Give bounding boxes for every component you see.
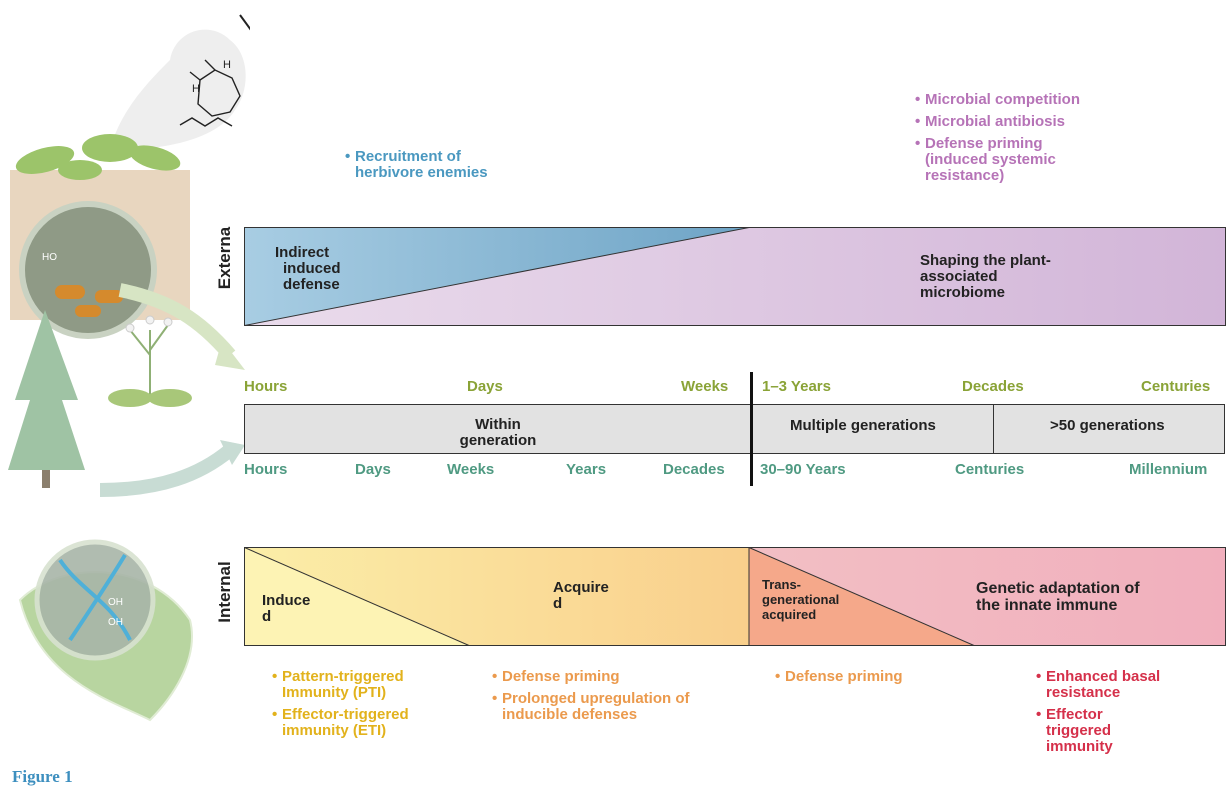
- plant-rosette-icon: [15, 134, 181, 180]
- induced-label: Induce d: [262, 593, 311, 625]
- microbiome-label: Shaping the plant- associated microbiome: [920, 252, 1051, 301]
- tick-label: Weeks: [447, 461, 495, 478]
- timeline-subdivider: [993, 404, 994, 454]
- svg-text:OH: OH: [108, 597, 123, 608]
- bullet-item: •Enhanced basal resistance: [1036, 668, 1161, 701]
- plant-illustrations: H H HO OH OH: [8, 14, 250, 722]
- bullet-item: •Microbial competition: [915, 91, 1081, 108]
- wasp-icon: [239, 14, 250, 31]
- tick-label: Centuries: [1141, 378, 1211, 395]
- svg-text:OH: OH: [108, 617, 123, 628]
- genetic-adaptation-label: Genetic adaptation of the innate immune: [976, 580, 1140, 614]
- tick-label: Days: [467, 378, 503, 395]
- svg-text:H: H: [192, 83, 200, 95]
- tick-label: 30–90 Years: [760, 461, 846, 478]
- indirect-defense-label: Indirect induced defense: [275, 244, 341, 293]
- segment-50-generations: >50 generations: [1050, 417, 1165, 434]
- internal-bullets-col1: •Pattern-triggered Immunity (PTI) •Effec…: [272, 669, 432, 745]
- svg-text:HO: HO: [42, 252, 57, 263]
- bullet-item: •Defense priming (induced systemic resis…: [915, 135, 1056, 184]
- acquired-label: Acquire d: [553, 580, 609, 612]
- internal-bullets-col3: •Defense priming: [775, 669, 975, 691]
- bullet-item: •Effector triggered immunity: [1036, 706, 1113, 755]
- figure-label: Figure 1: [12, 767, 73, 786]
- external-right-bullets: •Microbial competition •Microbial antibi…: [915, 92, 1105, 190]
- tick-label: Millennium: [1129, 461, 1208, 478]
- bullet-item: •Recruitment of herbivore enemies: [345, 148, 488, 181]
- tick-label: Hours: [244, 461, 288, 478]
- bullet-item: •Microbial antibiosis: [915, 113, 1066, 130]
- internal-box: [244, 547, 1226, 646]
- external-left-bullets: •Recruitment of herbivore enemies: [345, 149, 525, 187]
- bullet-item: •Defense priming: [492, 668, 620, 685]
- flowering-plant-icon: [108, 315, 192, 407]
- tick-label: 1–3 Years: [762, 378, 831, 395]
- svg-text:H: H: [223, 59, 231, 71]
- tick-label: Days: [355, 461, 391, 478]
- tick-label: Centuries: [955, 461, 1025, 478]
- bullet-item: •Prolonged upregulation of inducible def…: [492, 690, 690, 723]
- volatile-cloud-icon: [110, 29, 246, 150]
- tick-label: Weeks: [681, 378, 729, 395]
- arrow-bottom-icon: [99, 444, 235, 497]
- tick-label: Decades: [962, 378, 1024, 395]
- arrow-top-icon: [118, 283, 236, 360]
- internal-bullets-col2: •Defense priming •Prolonged upregulation…: [492, 669, 697, 729]
- bullet-item: •Effector-triggered immunity (ETI): [272, 706, 409, 739]
- tick-label: Decades: [663, 461, 725, 478]
- external-side-label: Externa: [215, 226, 234, 290]
- internal-bullets-col4: •Enhanced basal resistance •Effector tri…: [1036, 669, 1166, 761]
- tick-label: Hours: [244, 378, 288, 395]
- timeline-divider: [750, 372, 753, 486]
- bullet-item: •Pattern-triggered Immunity (PTI): [272, 668, 404, 701]
- bullet-item: •Defense priming: [775, 668, 903, 685]
- segment-within-generation: Within generation: [459, 416, 537, 449]
- transgenerational-label: Trans- generational acquired: [762, 577, 840, 622]
- timeline-bar: [244, 404, 1225, 454]
- segment-multiple-generations: Multiple generations: [790, 417, 936, 434]
- microbe-circle-icon: [19, 201, 157, 339]
- internal-side-label: Internal: [215, 561, 234, 623]
- terpene-structure-icon: [179, 59, 241, 127]
- external-box: [244, 227, 1226, 326]
- tick-label: Years: [566, 461, 607, 478]
- conifer-tree-icon: [8, 310, 85, 488]
